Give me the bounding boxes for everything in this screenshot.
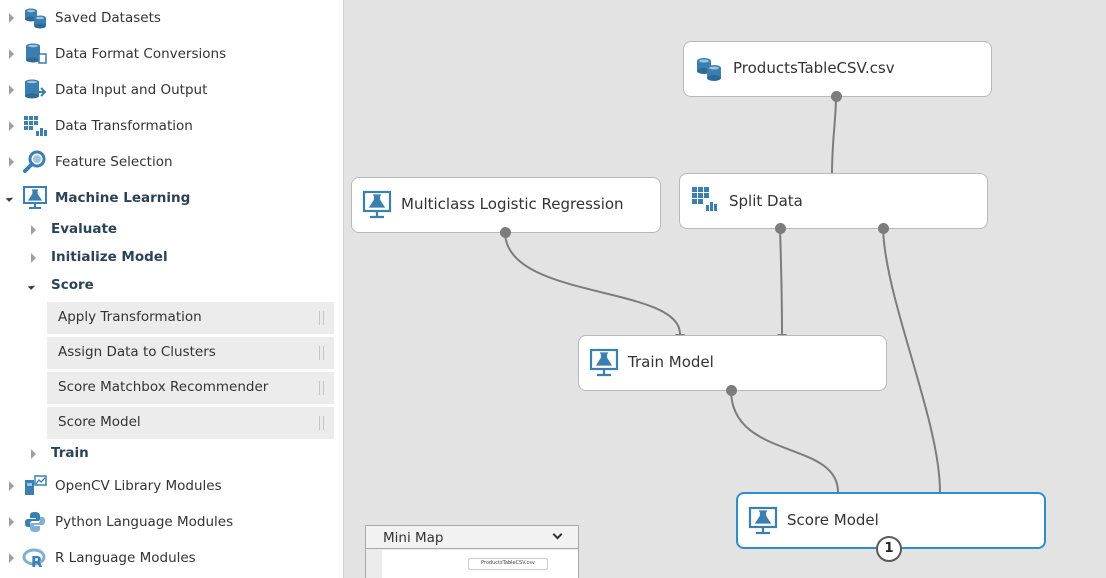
expand-arrow-icon[interactable] [9, 157, 14, 167]
database-icon [25, 8, 46, 29]
expand-arrow-icon[interactable] [31, 225, 36, 235]
subcategory-label: Initialize Model [51, 249, 168, 265]
category-data-transformation[interactable]: Data Transformation [0, 114, 340, 138]
module-apply-transformation[interactable]: Apply Transformation [47, 302, 334, 334]
subcategory-evaluate[interactable]: Evaluate [0, 219, 340, 241]
module-label: Assign Data to Clusters [58, 344, 216, 360]
output-port[interactable] [775, 223, 786, 234]
flask-monitor-icon [23, 186, 47, 209]
collapse-arrow-icon[interactable] [27, 282, 36, 290]
node-label: Train Model [628, 353, 714, 371]
flask-monitor-icon [748, 506, 778, 535]
output-port[interactable] [831, 91, 842, 102]
subcategory-initialize-model[interactable]: Initialize Model [0, 247, 340, 269]
python-icon [25, 512, 45, 532]
node-split-data[interactable]: Split Data [679, 173, 988, 229]
mini-map-title: Mini Map [383, 530, 444, 546]
category-label: Saved Datasets [55, 10, 161, 26]
node-label: Score Model [787, 511, 879, 529]
category-feature-selection[interactable]: Feature Selection [0, 150, 340, 174]
category-opencv-library-modules[interactable]: OpenCV Library Modules [0, 474, 340, 498]
flask-monitor-icon [589, 348, 619, 377]
module-score-matchbox-recommender[interactable]: Score Matchbox Recommender [47, 372, 334, 404]
opencv-icon [25, 475, 47, 495]
drag-grip-icon[interactable] [319, 346, 324, 360]
expand-arrow-icon[interactable] [9, 481, 14, 491]
module-label: Score Matchbox Recommender [58, 379, 269, 395]
expand-arrow-icon[interactable] [31, 449, 36, 459]
mini-map-node: ProductsTableCSV.csv [468, 558, 548, 570]
category-label: OpenCV Library Modules [55, 478, 222, 494]
module-palette: Saved Datasets Data Format Conversions D… [0, 0, 344, 578]
drag-grip-icon[interactable] [319, 311, 324, 325]
database-icon [697, 58, 721, 81]
category-label: Python Language Modules [55, 514, 234, 530]
category-label: Feature Selection [55, 154, 173, 170]
grid-transform-icon [692, 187, 717, 211]
category-data-format-conversions[interactable]: Data Format Conversions [0, 42, 340, 66]
category-label: Data Format Conversions [55, 46, 227, 62]
expand-arrow-icon[interactable] [9, 553, 14, 563]
r-icon: R [22, 548, 46, 570]
node-multiclass-logistic-regression[interactable]: Multiclass Logistic Regression [351, 177, 661, 233]
subcategory-train[interactable]: Train [0, 443, 340, 465]
subcategory-label: Score [51, 277, 94, 293]
magnifier-icon [23, 150, 46, 173]
output-port-badge[interactable]: 1 [876, 536, 902, 562]
subcategory-label: Evaluate [51, 221, 118, 237]
category-label: Machine Learning [55, 190, 191, 206]
drag-grip-icon[interactable] [319, 416, 324, 430]
subcategory-label: Train [51, 445, 89, 461]
node-train-model[interactable]: Train Model [578, 335, 887, 391]
module-score-model[interactable]: Score Model [47, 407, 334, 439]
svg-text:R: R [31, 553, 43, 570]
node-products-table-csv[interactable]: ProductsTableCSV.csv [683, 41, 992, 97]
drag-grip-icon[interactable] [319, 381, 324, 395]
subcategory-score[interactable]: Score [0, 275, 340, 297]
category-python-language-modules[interactable]: Python Language Modules [0, 510, 340, 534]
category-label: Data Transformation [55, 118, 193, 134]
expand-arrow-icon[interactable] [9, 13, 14, 23]
node-label: ProductsTableCSV.csv [733, 59, 895, 77]
module-assign-data-to-clusters[interactable]: Assign Data to Clusters [47, 337, 334, 369]
node-label: Split Data [729, 192, 803, 210]
module-label: Apply Transformation [58, 309, 202, 325]
mini-map-node-label: ProductsTableCSV.csv [481, 560, 535, 566]
collapse-arrow-icon[interactable] [5, 194, 14, 202]
category-saved-datasets[interactable]: Saved Datasets [0, 6, 340, 30]
category-machine-learning[interactable]: Machine Learning [0, 186, 340, 210]
expand-arrow-icon[interactable] [9, 121, 14, 131]
expand-arrow-icon[interactable] [9, 49, 14, 59]
category-data-input-output[interactable]: Data Input and Output [0, 78, 340, 102]
expand-arrow-icon[interactable] [31, 253, 36, 263]
expand-arrow-icon[interactable] [9, 85, 14, 95]
category-label: R Language Modules [55, 550, 196, 566]
database-convert-icon [26, 43, 47, 64]
expand-arrow-icon[interactable] [9, 517, 14, 527]
output-port[interactable] [500, 227, 511, 238]
output-port[interactable] [726, 385, 737, 396]
flask-monitor-icon [362, 190, 392, 219]
category-label: Data Input and Output [55, 82, 208, 98]
grid-transform-icon [24, 116, 47, 136]
database-arrow-icon [25, 79, 47, 99]
output-port[interactable] [878, 223, 889, 234]
mini-map-header[interactable]: Mini Map [366, 526, 578, 549]
category-r-language-modules[interactable]: R R Language Modules [0, 546, 340, 570]
mini-map-panel[interactable]: Mini Map ProductsTableCSV.csv [365, 525, 579, 578]
mini-map-viewport[interactable]: ProductsTableCSV.csv [382, 550, 578, 578]
module-label: Score Model [58, 414, 141, 430]
node-label: Multiclass Logistic Regression [401, 195, 624, 213]
chevron-down-icon[interactable] [552, 529, 563, 540]
